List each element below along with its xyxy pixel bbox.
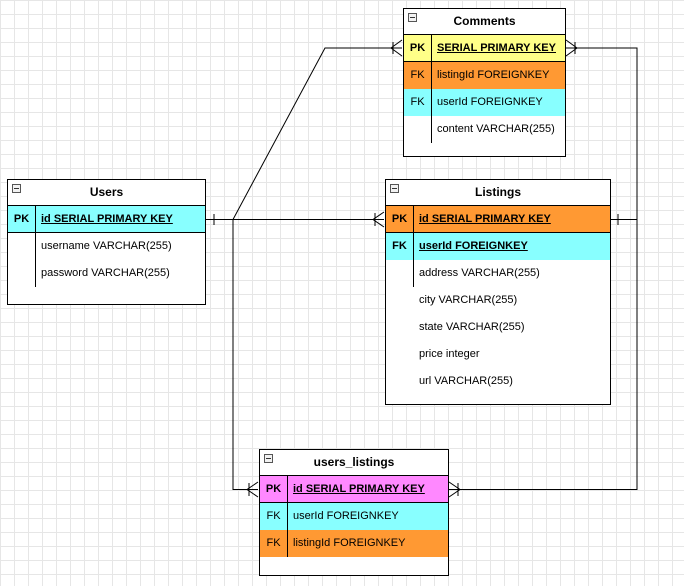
- field-label: username VARCHAR(255): [41, 240, 172, 252]
- field-label: price integer: [419, 348, 480, 360]
- table-row[interactable]: PK id SERIAL PRIMARY KEY: [8, 206, 205, 233]
- key-label: [8, 260, 36, 287]
- table-row[interactable]: address VARCHAR(255): [386, 260, 610, 287]
- key-label: FK: [386, 233, 414, 260]
- crowsfoot-userslistings-users-icon: [246, 481, 259, 498]
- entity-title-listings: Listings: [474, 185, 521, 199]
- key-label: PK: [404, 35, 432, 62]
- table-row[interactable]: PK SERIAL PRIMARY KEY: [404, 35, 565, 62]
- table-row[interactable]: FK userId FOREIGNKEY: [386, 233, 610, 260]
- entity-header-users[interactable]: Users: [8, 180, 205, 206]
- crowsfoot-comments-users-icon: [390, 39, 403, 57]
- field-label: id SERIAL PRIMARY KEY: [293, 483, 425, 495]
- table-row[interactable]: FK listingId FOREIGNKEY: [260, 530, 448, 557]
- table-row[interactable]: FK listingId FOREIGNKEY: [404, 62, 565, 89]
- entity-header-users-listings[interactable]: users_listings: [260, 450, 448, 476]
- table-row[interactable]: url VARCHAR(255): [386, 368, 610, 395]
- table-row[interactable]: password VARCHAR(255): [8, 260, 205, 287]
- key-label: [386, 341, 414, 368]
- table-row[interactable]: state VARCHAR(255): [386, 314, 610, 341]
- entity-users-listings[interactable]: users_listings PK id SERIAL PRIMARY KEY …: [259, 449, 449, 576]
- field-label: SERIAL PRIMARY KEY: [437, 42, 556, 54]
- field-label: state VARCHAR(255): [419, 321, 525, 333]
- entity-title-comments: Comments: [453, 14, 516, 28]
- entity-users[interactable]: Users PK id SERIAL PRIMARY KEY username …: [7, 179, 206, 305]
- table-row[interactable]: city VARCHAR(255): [386, 287, 610, 314]
- table-row[interactable]: username VARCHAR(255): [8, 233, 205, 260]
- table-row[interactable]: FK userId FOREIGNKEY: [404, 89, 565, 116]
- key-label: [386, 260, 414, 287]
- table-row[interactable]: PK id SERIAL PRIMARY KEY: [386, 206, 610, 233]
- key-label: FK: [260, 503, 288, 530]
- entity-title-users: Users: [89, 185, 124, 199]
- key-label: [386, 314, 414, 341]
- field-label: password VARCHAR(255): [41, 267, 170, 279]
- key-label: [386, 287, 414, 314]
- field-label: userId FOREIGNKEY: [419, 240, 528, 252]
- key-label: FK: [260, 530, 288, 557]
- crowsfoot-listings-users-icon: [372, 211, 385, 228]
- entity-header-listings[interactable]: Listings: [386, 180, 610, 206]
- key-label: [404, 116, 432, 143]
- key-label: FK: [404, 62, 432, 89]
- field-label: content VARCHAR(255): [437, 123, 555, 135]
- key-label: [386, 368, 414, 395]
- collapse-icon[interactable]: [264, 454, 273, 463]
- field-label: userId FOREIGNKEY: [293, 510, 399, 522]
- entity-comments[interactable]: Comments PK SERIAL PRIMARY KEY FK listin…: [403, 8, 566, 157]
- key-label: PK: [8, 206, 36, 233]
- field-label: listingId FOREIGNKEY: [293, 537, 406, 549]
- field-label: id SERIAL PRIMARY KEY: [41, 213, 173, 225]
- field-label: id SERIAL PRIMARY KEY: [419, 213, 551, 225]
- entity-listings[interactable]: Listings PK id SERIAL PRIMARY KEY FK use…: [385, 179, 611, 405]
- crowsfoot-comments-listings-icon: [565, 39, 578, 57]
- table-row[interactable]: price integer: [386, 341, 610, 368]
- table-row[interactable]: content VARCHAR(255): [404, 116, 565, 143]
- table-row[interactable]: PK id SERIAL PRIMARY KEY: [260, 476, 448, 503]
- collapse-icon[interactable]: [408, 13, 417, 22]
- connector-users-comments[interactable]: [205, 47, 402, 220]
- crowsfoot-userslistings-listings-icon: [448, 481, 461, 498]
- collapse-icon[interactable]: [12, 184, 21, 193]
- connector-users-userslistings[interactable]: [205, 219, 258, 490]
- key-label: FK: [404, 89, 432, 116]
- entity-header-comments[interactable]: Comments: [404, 9, 565, 35]
- entity-title-users-listings: users_listings: [313, 455, 395, 469]
- field-label: url VARCHAR(255): [419, 375, 513, 387]
- key-label: [8, 233, 36, 260]
- field-label: address VARCHAR(255): [419, 267, 540, 279]
- field-label: listingId FOREIGNKEY: [437, 69, 550, 81]
- field-label: city VARCHAR(255): [419, 294, 518, 306]
- connector-listings-userslistings[interactable]: [449, 219, 638, 490]
- table-row[interactable]: FK userId FOREIGNKEY: [260, 503, 448, 530]
- key-label: PK: [386, 206, 414, 233]
- key-label: PK: [260, 476, 288, 503]
- collapse-icon[interactable]: [390, 184, 399, 193]
- field-label: userId FOREIGNKEY: [437, 96, 543, 108]
